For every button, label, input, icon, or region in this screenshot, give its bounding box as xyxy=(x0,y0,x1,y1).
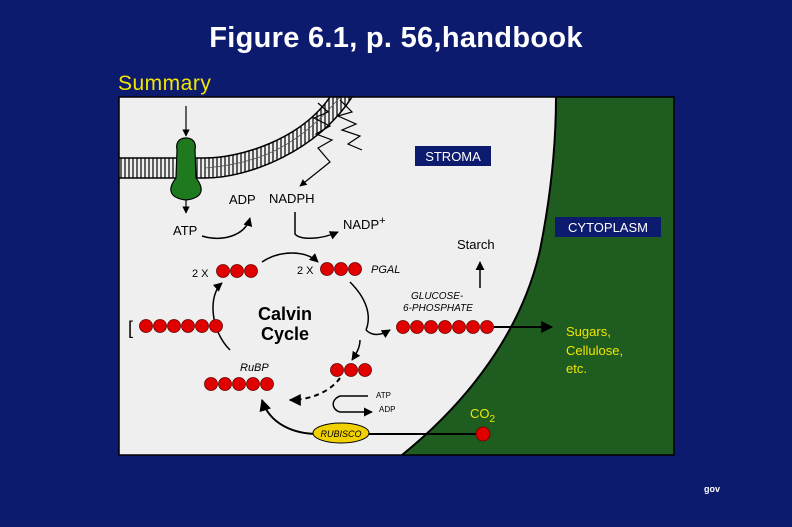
pgal-label: PGAL xyxy=(371,264,400,276)
atp-adp-small-arrow xyxy=(332,395,373,417)
calvin-label: Calvin xyxy=(258,304,312,324)
cycle-arrow-right xyxy=(349,281,370,331)
co2-molecule xyxy=(475,426,491,442)
co2-label: CO2 xyxy=(470,406,496,425)
carbon-atom xyxy=(438,320,452,334)
carbon-atom xyxy=(246,377,260,391)
cycle-arrow-top xyxy=(261,252,319,263)
atp-to-adp-arrow xyxy=(201,217,253,239)
carbon-atom xyxy=(167,319,181,333)
carbon-atom xyxy=(466,320,480,334)
carbon-atom xyxy=(358,363,372,377)
carbon-atom xyxy=(480,320,494,334)
rubisco-enzyme xyxy=(312,422,370,444)
chloroplast-envelope xyxy=(401,97,557,455)
panel-border xyxy=(118,96,675,456)
rubp-molecule xyxy=(204,377,274,391)
carbon-atom xyxy=(452,320,466,334)
carbon-atom xyxy=(216,264,230,278)
carbon-atom xyxy=(348,262,362,276)
carbon-atom xyxy=(204,377,218,391)
carbon-atom xyxy=(232,377,246,391)
two-x-left-label: 2 X xyxy=(192,268,209,280)
cycle-label: Cycle xyxy=(261,324,309,344)
sugars-label-1: Sugars, xyxy=(566,324,611,339)
rubisco-label: RUBISCO xyxy=(320,429,361,439)
molecule-group-left xyxy=(216,264,258,278)
electron-transport-squiggle-2 xyxy=(336,99,363,151)
carbon-atom xyxy=(396,320,410,334)
carbon-atom xyxy=(195,319,209,333)
cytoplasm-label: CYTOPLASM xyxy=(568,220,648,235)
cycle-arrow-left xyxy=(212,282,231,351)
carbon-atom xyxy=(153,319,167,333)
cytoplasm-label-box xyxy=(555,217,661,237)
sugars-label-2: Cellulose, xyxy=(566,343,623,358)
carbon-atom xyxy=(218,377,232,391)
stroma-label-box xyxy=(415,146,491,166)
carbon-atom xyxy=(209,319,223,333)
two-x-mid-label: 2 X xyxy=(297,265,314,277)
cytoplasm-region xyxy=(402,97,674,455)
glucose-label-1: GLUCOSE- xyxy=(411,291,464,302)
page-title: Figure 6.1, p. 56,handbook xyxy=(209,22,583,54)
carbon-atom xyxy=(410,320,424,334)
three-carbon-lower xyxy=(330,363,372,377)
glucose-label-2: 6-PHOSPHATE xyxy=(403,303,473,314)
atp-label: ATP xyxy=(173,223,197,238)
atp-synthase xyxy=(170,137,202,201)
carbon-atom xyxy=(260,377,274,391)
page-subtitle: Summary xyxy=(118,72,212,95)
sugars-label-3: etc. xyxy=(566,361,587,376)
thylakoid-edge-bottom xyxy=(119,97,353,179)
adp-small-label: ADP xyxy=(379,405,395,414)
bracket-label: [ xyxy=(128,318,133,338)
starch-label: Starch xyxy=(457,237,495,252)
carbon-atom xyxy=(320,262,334,276)
nadph-to-nadp-arrow xyxy=(294,212,339,240)
nadph-label: NADPH xyxy=(269,191,315,206)
carbon-atom xyxy=(334,262,348,276)
carbon-atom xyxy=(244,264,258,278)
rubp-label: RuBP xyxy=(240,362,269,374)
carbon-atom xyxy=(330,363,344,377)
rubisco-to-rubp-arrow xyxy=(259,398,319,435)
pgal-molecule-group xyxy=(320,262,362,276)
carbon-atom xyxy=(344,363,358,377)
cycle-arrow-to-glucose xyxy=(365,329,391,339)
electron-transport-squiggle xyxy=(299,102,334,187)
thylakoid-edge-top xyxy=(119,97,331,159)
six-carbon-row xyxy=(139,319,223,333)
nadp-label: NADP+ xyxy=(343,215,386,232)
cycle-arrow-down xyxy=(351,339,361,361)
atp-small-label: ATP xyxy=(376,391,391,400)
carbon-atom xyxy=(181,319,195,333)
glucose-molecule xyxy=(396,320,494,334)
stroma-label: STROMA xyxy=(425,149,481,164)
carbon-atom xyxy=(139,319,153,333)
footer-credit: gov xyxy=(704,484,721,494)
carbon-atom xyxy=(424,320,438,334)
cycle-arrow-dashed xyxy=(288,377,341,406)
adp-label: ADP xyxy=(229,192,256,207)
carbon-atom xyxy=(230,264,244,278)
